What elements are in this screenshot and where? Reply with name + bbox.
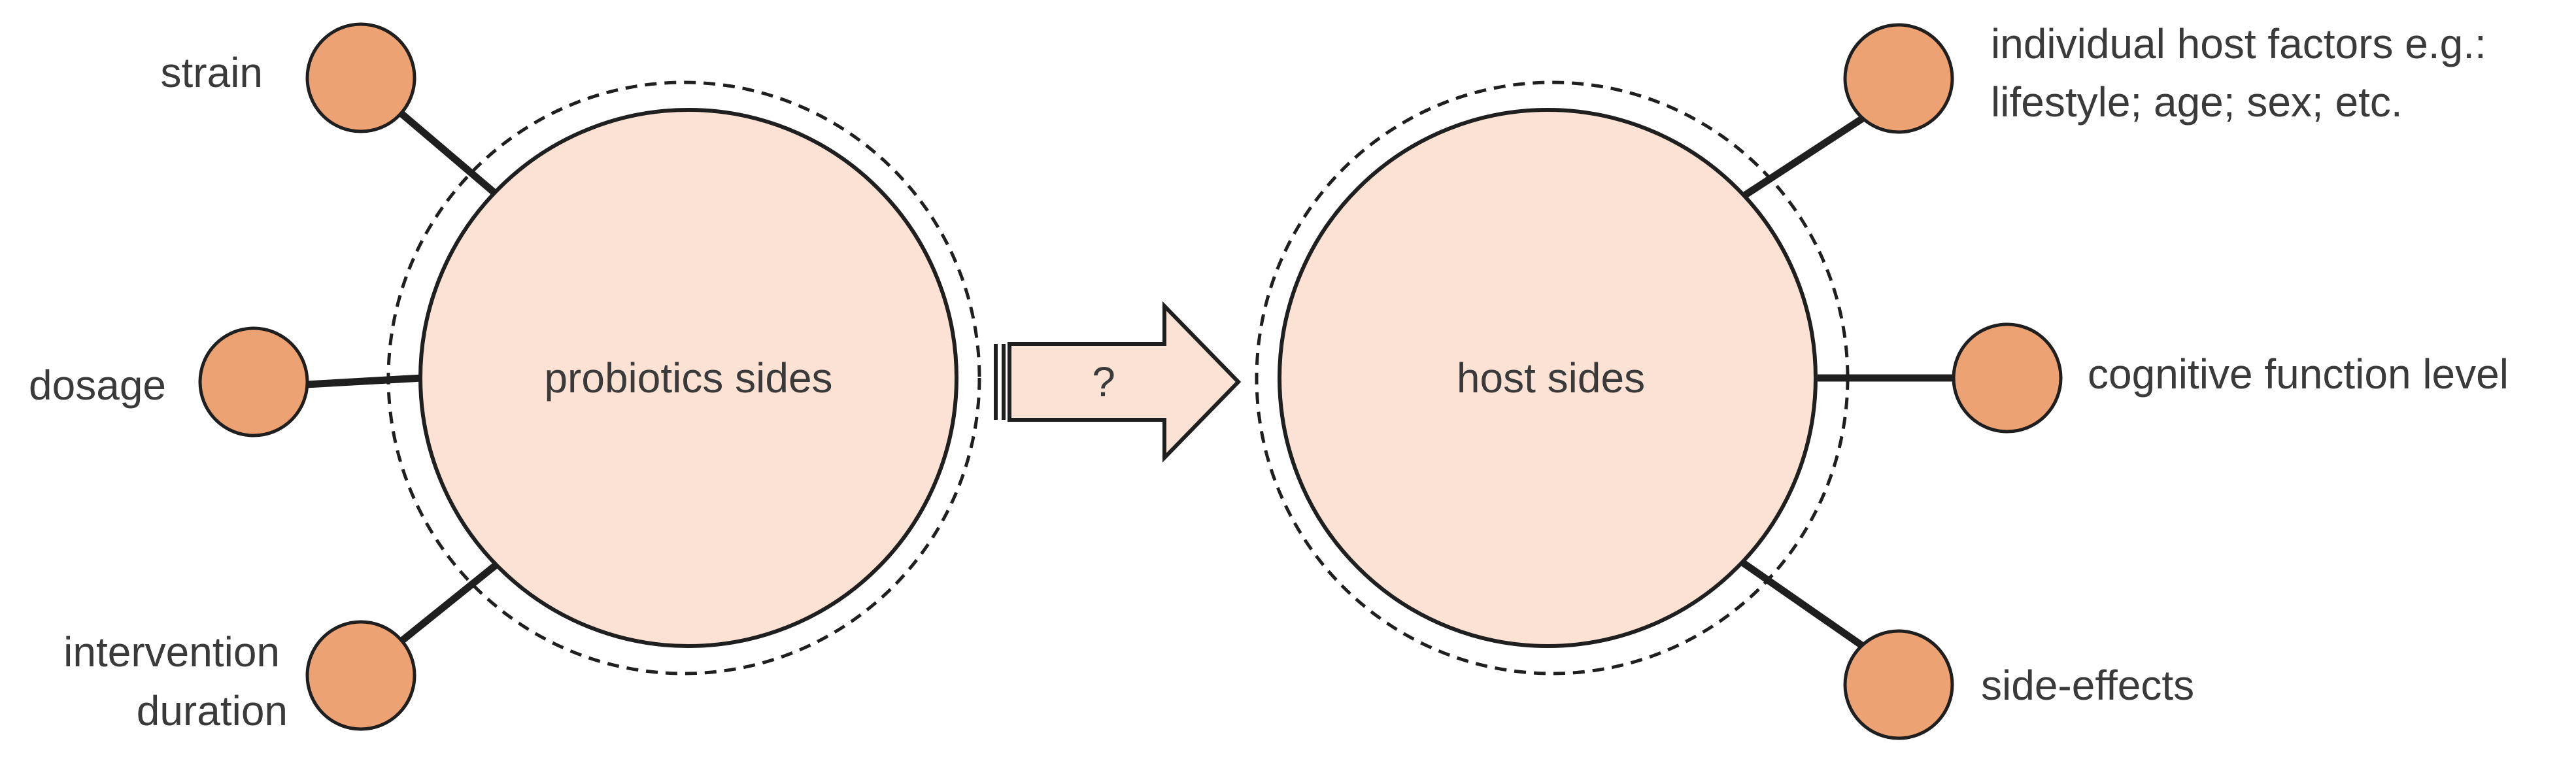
duration-node <box>305 620 416 731</box>
probiotics-center-label: probiotics sides <box>544 354 832 402</box>
dosage-node <box>198 326 309 437</box>
side-effects-label: side-effects <box>1981 662 2194 709</box>
duration-label-line2: duration <box>137 687 288 734</box>
arrow-question-label: ? <box>1092 358 1115 405</box>
individual-connector <box>1738 114 1867 201</box>
strain-label: strain <box>161 49 263 96</box>
duration-connector <box>398 558 503 645</box>
host-circle <box>1278 108 1818 648</box>
strain-node <box>305 22 416 133</box>
host-dashed-ring <box>1255 80 1850 675</box>
duration-label-line1: intervention <box>63 628 280 675</box>
individual-label-line2: lifestyle; age; sex; etc. <box>1991 78 2403 126</box>
dosage-label: dosage <box>29 362 166 409</box>
arrow-body <box>1008 301 1242 463</box>
side-effects-connector <box>1738 558 1867 651</box>
arrow-stripe <box>994 344 998 420</box>
cognitive-label: cognitive function level <box>2088 350 2509 398</box>
strain-connector <box>398 109 503 201</box>
host-center-label: host sides <box>1457 354 1645 402</box>
individual-node <box>1843 23 1954 134</box>
arrow-stripe <box>1002 344 1006 420</box>
cognitive-node <box>1952 322 2063 434</box>
dosage-connector <box>305 374 423 388</box>
probiotics-circle <box>418 108 958 648</box>
side-effects-node <box>1843 629 1954 740</box>
individual-label-line1: individual host factors e.g.: <box>1991 20 2486 67</box>
arrow-right-icon <box>994 301 1242 463</box>
probiotics-dashed-ring <box>386 80 981 675</box>
